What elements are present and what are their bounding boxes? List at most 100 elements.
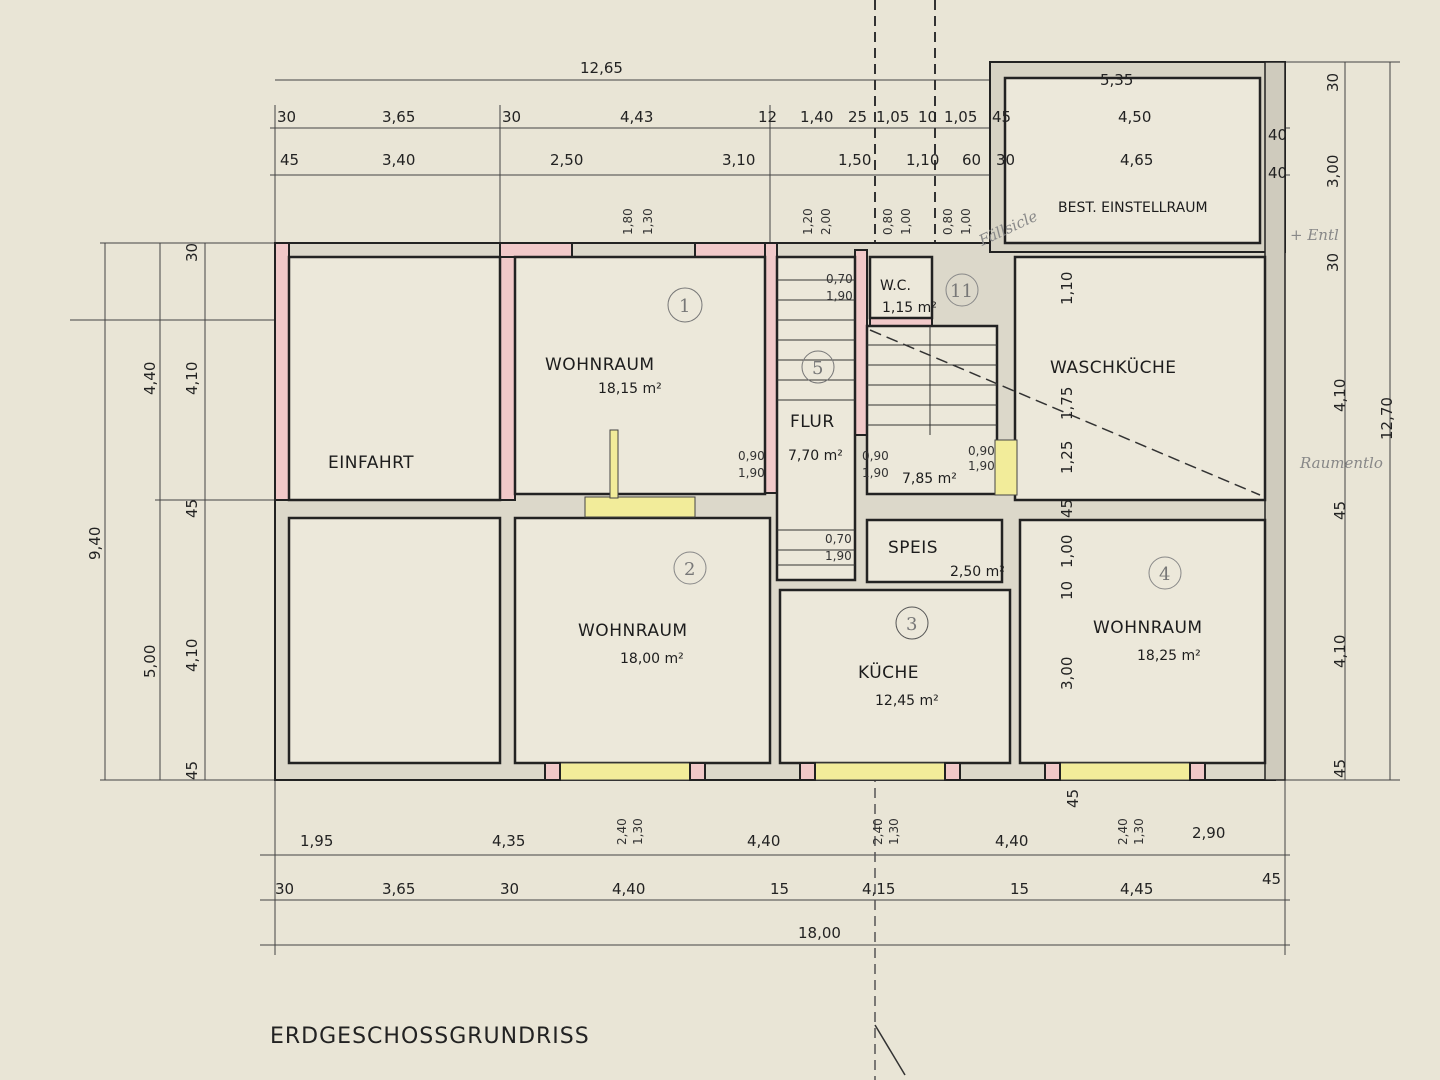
room-number-2: 2 [684,559,695,580]
dimension-label: 2,00 [819,208,833,235]
label-wohnraum-4: WOHNRAUM [1093,618,1203,638]
dimension-label: 0,70 [825,532,852,546]
dimension-label: 4,10 [1331,379,1349,412]
dimension-label: 45 [183,761,201,780]
dimension-label: + Entl [1290,226,1339,244]
dimension-label: 45 [280,151,299,169]
dimension-label: 5,35 [1100,71,1133,89]
dimension-label: 30 [275,880,294,898]
dimension-label: 30 [996,151,1015,169]
room-number-11: 11 [950,281,973,302]
dimension-label: 1,90 [825,549,852,563]
label-speis: SPEIS [888,538,938,558]
dimension-label: 4,43 [620,108,653,126]
room-number-3: 3 [906,614,917,635]
label-waschkueche: WASCHKÜCHE [1050,356,1176,378]
dimension-label: 1,40 [800,108,833,126]
dimension-label: 5,00 [141,645,159,678]
bottom-dimensions: 1,95 4,35 4,40 4,40 2,90 2,40 1,30 2,40 … [275,818,1281,942]
room-einstellraum [1003,76,1262,245]
dimension-label: 4,50 [1118,108,1151,126]
room-waschkueche [1013,255,1267,502]
stairs [777,279,1261,566]
room-speis [865,518,1004,584]
dimension-label: 4,45 [1120,880,1153,898]
dimension-label: 1,90 [968,459,995,473]
dimension-label: 0,90 [862,449,889,463]
dimension-label: 1,50 [838,151,871,169]
dimension-label: 3,65 [382,108,415,126]
dimension-label: 10 [918,108,937,126]
room-flur [775,255,857,582]
dimension-label: 2,50 [550,151,583,169]
dimension-label: 0,80 [881,208,895,235]
dimension-label: 15 [1010,880,1029,898]
dimension-label: 18,00 [798,924,841,942]
dimension-label: 3,00 [1324,155,1342,188]
dimension-label: 40 [1268,126,1287,144]
dimension-label: Raumentlo [1299,454,1383,472]
dimension-label: 0,80 [941,208,955,235]
area-speis: 2,50 m² [950,564,1005,580]
dimension-label: 45 [183,499,201,518]
label-flur: FLUR [790,412,835,432]
dimension-label: 1,90 [738,466,765,480]
dimension-label: 9,40 [86,527,104,560]
dimension-label: 45 [992,108,1011,126]
dimension-label: 3,40 [382,151,415,169]
dimension-label: 1,30 [631,818,645,845]
dimension-label: 1,10 [906,151,939,169]
dimension-label: 4,40 [995,832,1028,850]
dimension-label: 2,40 [615,818,629,845]
dimension-label: 4,65 [1120,151,1153,169]
dimension-label: 30 [1324,253,1342,272]
dimension-label: 3,00 [1058,657,1076,690]
dimension-label: 30 [183,243,201,262]
dimension-label: 1,30 [641,208,655,235]
dimension-label: 1,00 [1058,535,1076,568]
room-number-5: 5 [812,358,823,379]
room-stair-hall [865,324,999,496]
dimension-label: 1,90 [862,466,889,480]
dimension-label: 1,25 [1058,441,1076,474]
dimension-label: 0,90 [968,444,995,458]
dimension-label: 45 [1064,789,1082,808]
dimension-label: 2,90 [1192,824,1225,842]
dimension-label: 2,40 [1116,818,1130,845]
dimension-label: 1,75 [1058,387,1076,420]
dimension-label: 4,10 [183,639,201,672]
dimension-label: 45 [1058,499,1076,518]
dimension-label: 4,40 [747,832,780,850]
dimension-label: 1,00 [959,208,973,235]
drawing-title: ERDGESCHOSSGRUNDRISS [270,1024,590,1049]
room-einfahrt [287,255,502,502]
top-dimensions: 12,65 5,35 30 3,65 30 4,43 12 1,40 25 1,… [277,59,1153,235]
area-flur: 7,70 m² [788,448,843,464]
room-garage [287,516,502,765]
dimension-lines [70,0,1400,1080]
dimension-label: 4,40 [141,362,159,395]
dimension-label: 40 [1268,164,1287,182]
dimension-label: 30 [277,108,296,126]
label-wc: W.C. [880,278,911,294]
label-einfahrt: EINFAHRT [328,453,414,473]
dimension-label: 1,10 [1058,272,1076,305]
dimension-label: 4,35 [492,832,525,850]
left-dimensions: 30 4,40 4,10 45 9,40 5,00 4,10 45 [86,243,201,780]
area-wc: 1,15 m² [882,300,937,316]
dimension-label: 3,65 [382,880,415,898]
area-wohnraum-1: 18,15 m² [598,381,662,397]
room-labels: EINFAHRT WOHNRAUM 18,15 m² 1 FLUR 7,70 m… [328,200,1208,709]
dimension-label: 15 [770,880,789,898]
dimension-label: 1,80 [621,208,635,235]
dimension-label: 2,40 [871,818,885,845]
dimension-label: 12,65 [580,59,623,77]
dimension-label: 30 [500,880,519,898]
room-wohnraum-4 [1018,518,1267,765]
room-wc [868,255,934,320]
room-wohnraum-2 [513,516,772,765]
dimension-label: 1,30 [887,818,901,845]
area-kueche: 12,45 m² [875,693,939,709]
dimension-label: 45 [1331,759,1349,778]
